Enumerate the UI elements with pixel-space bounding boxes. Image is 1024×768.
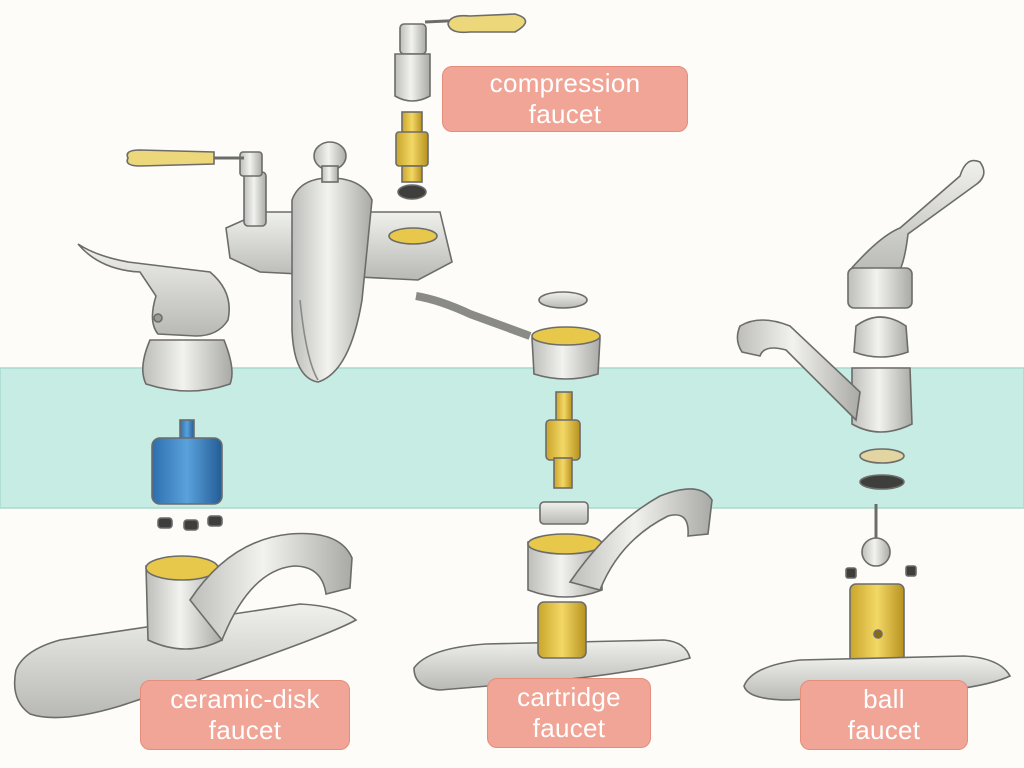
compression-faucet-label-line2: faucet [528, 99, 602, 129]
ball-faucet-label-line1: ball [863, 684, 905, 714]
ceramic-disk-faucet-label: ceramic-disk faucet [140, 680, 350, 750]
ball-faucet-label: ball faucet [800, 680, 968, 750]
ceramic-disk-faucet-label-line2: faucet [208, 715, 282, 745]
cartridge-faucet-label-line1: cartridge [517, 682, 621, 712]
ball-faucet-label-line2: faucet [847, 715, 921, 745]
cartridge-faucet-label-line2: faucet [532, 713, 606, 743]
ceramic-disk-faucet [13, 243, 358, 719]
compression-faucet [126, 13, 527, 383]
cartridge-faucet [413, 291, 713, 691]
ceramic-disk-faucet-label-line1: ceramic-disk [170, 684, 320, 714]
compression-faucet-label-line1: compression [489, 68, 641, 98]
compression-faucet-label: compression faucet [442, 66, 688, 132]
cartridge-faucet-label: cartridge faucet [487, 678, 651, 748]
